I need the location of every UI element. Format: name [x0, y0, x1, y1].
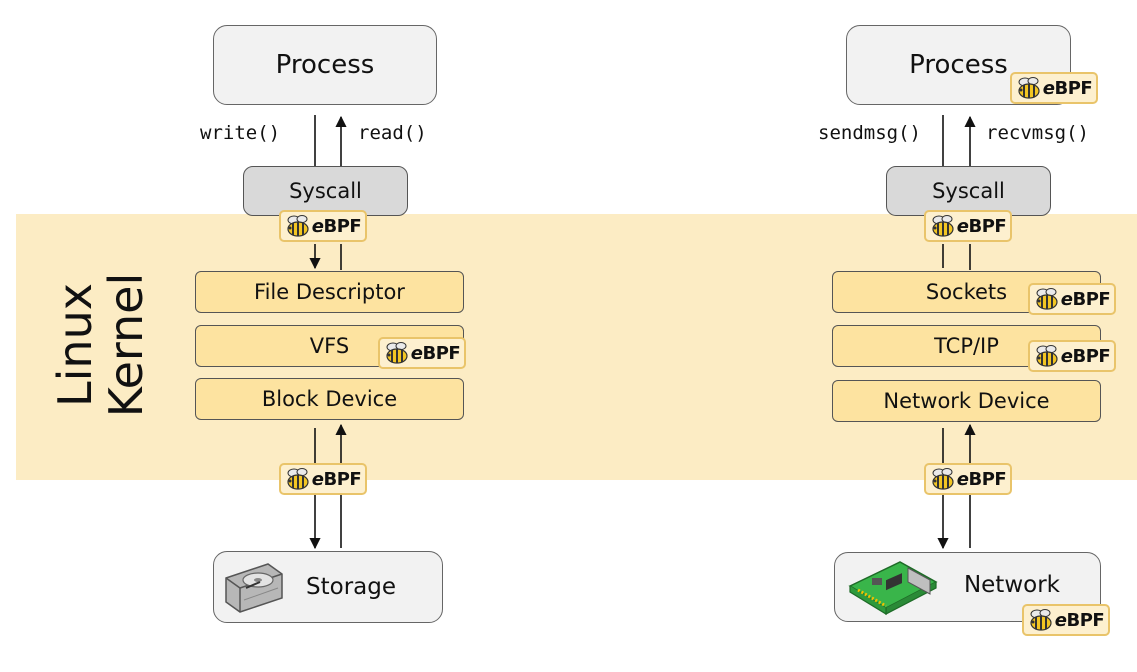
ebpf-badge-text: eBPF: [410, 342, 461, 364]
ebpf-badge-right-syscall: eBPF: [924, 210, 1012, 242]
left-layer-label: VFS: [309, 334, 350, 358]
ebpf-badge-text: eBPF: [311, 215, 362, 237]
left-syscall-box: Syscall: [243, 166, 408, 216]
right-process-label: Process: [909, 50, 1008, 80]
right-layer-label: Sockets: [925, 280, 1008, 304]
left-process-box: Process: [213, 25, 437, 105]
right-syscall-box: Syscall: [886, 166, 1051, 216]
ebpf-badge-text: eBPF: [956, 215, 1007, 237]
ebpf-badge-right-tcp-ip: eBPF: [1028, 340, 1116, 372]
ebpf-badge-text: eBPF: [311, 468, 362, 490]
ebpf-badge-right-network-device: eBPF: [1022, 604, 1110, 636]
kernel-label-line1: Linux: [48, 283, 102, 407]
left-process-label: Process: [275, 50, 375, 80]
left-storage-label: Storage: [306, 574, 396, 600]
left-read-call: read(): [358, 122, 427, 144]
ebpf-badge-text: eBPF: [1054, 609, 1105, 631]
hard-drive-icon: [225, 563, 283, 613]
left-write-call: write(): [200, 122, 281, 144]
left-layer-block-device: Block Device: [195, 378, 464, 420]
right-sendmsg-call: sendmsg(): [818, 122, 921, 144]
right-layer-label: Network Device: [883, 389, 1050, 413]
ebpf-badge-text: eBPF: [1060, 288, 1111, 310]
left-layer-label: Block Device: [261, 387, 398, 411]
bee-icon: [1036, 345, 1058, 367]
bee-icon: [1018, 77, 1040, 99]
network-card-icon: [848, 561, 938, 616]
bee-icon: [932, 468, 954, 490]
ebpf-badge-text: eBPF: [1060, 345, 1111, 367]
right-network-label: Network: [963, 572, 1060, 598]
ebpf-badge-right-network: eBPF: [924, 463, 1012, 495]
right-recvmsg-call: recvmsg(): [986, 122, 1089, 144]
kernel-label-line2: Kernel: [99, 272, 153, 418]
bee-icon: [386, 342, 408, 364]
left-layer-label: File Descriptor: [254, 280, 405, 304]
bee-icon: [1030, 609, 1052, 631]
ebpf-badge-left-storage: eBPF: [279, 463, 367, 495]
right-layer-label: TCP/IP: [934, 334, 999, 358]
right-layer-network-device: Network Device: [832, 380, 1101, 422]
ebpf-badge-right-process: eBPF: [1010, 72, 1098, 104]
left-layer-file-descriptor: File Descriptor: [195, 271, 464, 313]
bee-icon: [287, 215, 309, 237]
ebpf-badge-left-syscall: eBPF: [279, 210, 367, 242]
ebpf-badge-text: eBPF: [956, 468, 1007, 490]
ebpf-badge-left-vfs: eBPF: [378, 337, 466, 369]
ebpf-badge-text: eBPF: [1042, 77, 1093, 99]
right-syscall-label: Syscall: [932, 179, 1005, 203]
bee-icon: [1036, 288, 1058, 310]
bee-icon: [932, 215, 954, 237]
ebpf-badge-right-sockets: eBPF: [1028, 283, 1116, 315]
left-syscall-label: Syscall: [289, 179, 362, 203]
bee-icon: [287, 468, 309, 490]
kernel-label: Linux Kernel: [46, 262, 164, 432]
